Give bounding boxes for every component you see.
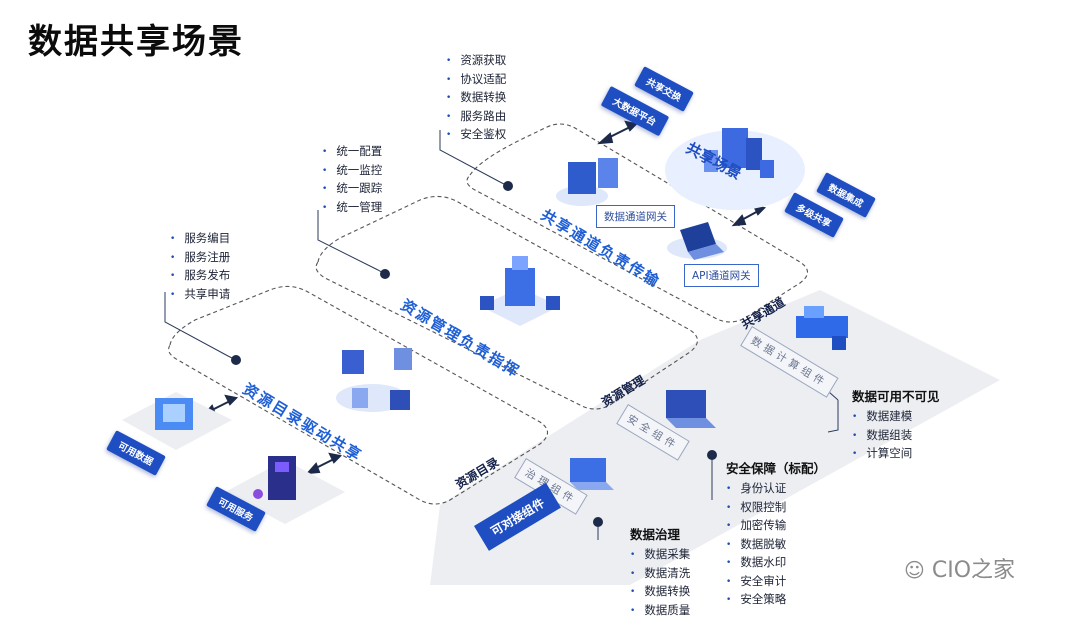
list-item: 资源获取: [446, 52, 506, 71]
list-item: 统一跟踪: [322, 180, 382, 199]
list-item: 共享申请: [170, 286, 230, 305]
server-icon: [556, 158, 618, 206]
list-item: 数据质量: [630, 602, 690, 620]
list-item: 加密传输: [726, 517, 826, 536]
list-item: 权限控制: [726, 499, 826, 518]
list-item: 统一监控: [322, 162, 382, 181]
laptop-icon: [667, 222, 727, 260]
catalog-feature-list: 服务编目 服务注册 服务发布 共享申请: [170, 230, 230, 304]
list-item: 服务编目: [170, 230, 230, 249]
list-item: 身份认证: [726, 480, 826, 499]
governance-group: 数据治理 数据采集 数据清洗 数据转换 数据质量: [630, 524, 690, 620]
list-item: 数据组装: [852, 427, 940, 446]
cube-icon: [480, 256, 560, 326]
watermark-text: CIO之家: [932, 558, 1015, 583]
list-item: 计算空间: [852, 445, 940, 464]
channel-feature-list: 资源获取 协议适配 数据转换 服务路由 安全鉴权: [446, 52, 506, 145]
list-item: 数据清洗: [630, 565, 690, 584]
list-item: 协议适配: [446, 71, 506, 90]
list-item: 安全审计: [726, 573, 826, 592]
cloud-icon: [336, 348, 412, 412]
list-item: 统一管理: [322, 199, 382, 218]
list-item: 数据采集: [630, 546, 690, 565]
security-group: 安全保障（标配） 身份认证 权限控制 加密传输 数据脱敏 数据水印 安全审计 安…: [726, 458, 826, 610]
list-item: 数据转换: [630, 583, 690, 602]
cube-icon: [155, 398, 193, 430]
list-item: 统一配置: [322, 143, 382, 162]
wechat-icon: ☺: [904, 558, 925, 582]
group-list: 数据建模 数据组装 计算空间: [852, 408, 940, 464]
group-title: 数据可用不可见: [852, 386, 940, 405]
list-item: 数据建模: [852, 408, 940, 427]
management-feature-list: 统一配置 统一监控 统一跟踪 统一管理: [322, 143, 382, 217]
list-item: 服务发布: [170, 267, 230, 286]
group-title: 数据治理: [630, 524, 690, 543]
list-item: 数据水印: [726, 554, 826, 573]
list-item: 数据脱敏: [726, 536, 826, 555]
invisible-group: 数据可用不可见 数据建模 数据组装 计算空间: [852, 386, 940, 464]
list-item: 安全鉴权: [446, 126, 506, 145]
list-item: 服务路由: [446, 108, 506, 127]
api-gateway-box: API通道网关: [684, 264, 759, 287]
list-item: 安全策略: [726, 591, 826, 610]
data-gateway-box: 数据通道网关: [596, 205, 675, 228]
list-item: 服务注册: [170, 249, 230, 268]
group-list: 身份认证 权限控制 加密传输 数据脱敏 数据水印 安全审计 安全策略: [726, 480, 826, 610]
group-list: 数据采集 数据清洗 数据转换 数据质量: [630, 546, 690, 620]
page-title: 数据共享场景: [28, 14, 244, 63]
list-item: 数据转换: [446, 89, 506, 108]
watermark: ☺ CIO之家: [904, 552, 1015, 584]
group-title: 安全保障（标配）: [726, 458, 826, 477]
